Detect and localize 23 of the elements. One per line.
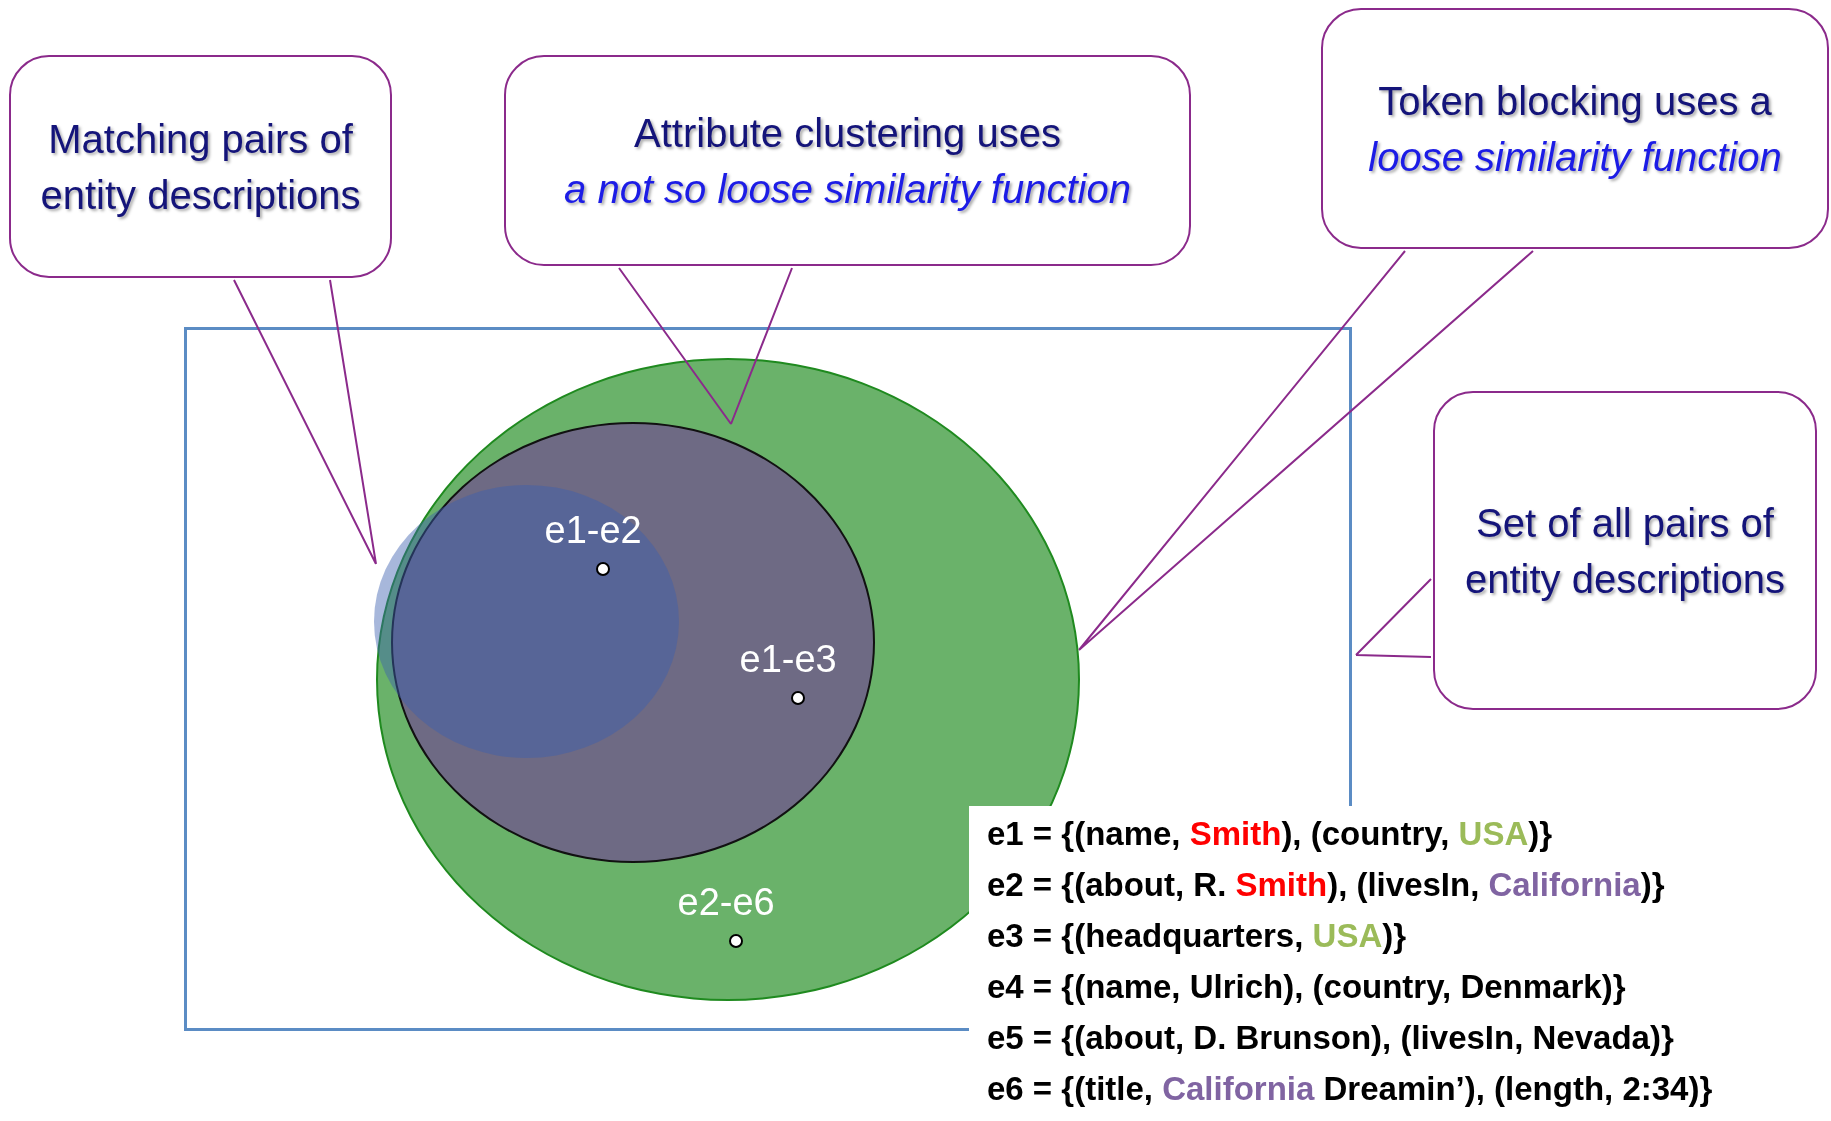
callout-text: Set of all pairs of entity descriptions (1463, 499, 1787, 603)
callout-text: Token blocking uses a (1378, 77, 1772, 125)
callout-bubble (1321, 8, 1829, 249)
callout-text: a not so loose similarity function (564, 165, 1131, 213)
point-label: e1-e2 (544, 509, 642, 552)
callout-text: Attribute clustering uses (634, 109, 1061, 157)
point-label: e1-e3 (739, 638, 837, 681)
callout-pointer (233, 279, 377, 565)
entity-description: e2 = {(about, R. Smith), (livesIn, California)} (987, 865, 1666, 905)
callout-text: Matching pairs of entity descriptions (39, 115, 362, 219)
entity-description: e1 = {(name, Smith), (country, USA)} (987, 814, 1554, 854)
point-label: e2-e6 (677, 881, 775, 924)
entity-description: e3 = {(headquarters, USA)} (987, 916, 1408, 956)
entity-description: e4 = {(name, Ulrich), (country, Denmark)} (987, 967, 1627, 1007)
entity-description: e6 = {(title, California Dreamin’), (length, 2:34)} (987, 1069, 1714, 1109)
callout-pointer (618, 267, 793, 425)
entity-description: e5 = {(about, D. Brunson), (livesIn, Nevada)} (987, 1018, 1675, 1058)
callout-pointer (1078, 250, 1534, 651)
callout-bubble (1433, 391, 1817, 710)
callout-text: loose similarity function (1368, 133, 1782, 181)
callout-bubble (504, 55, 1191, 266)
callout-pointer (1355, 578, 1432, 658)
callout-bubble (9, 55, 392, 278)
